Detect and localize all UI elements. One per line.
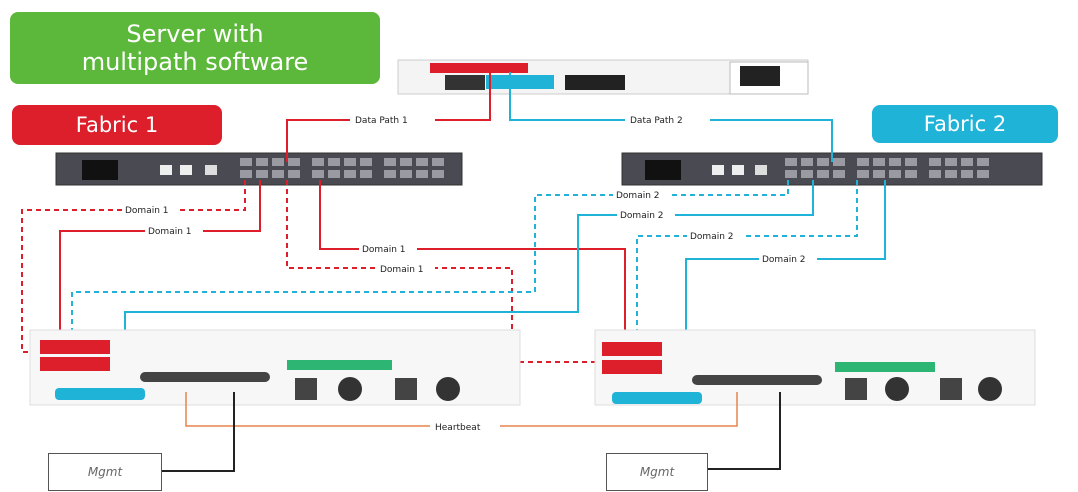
fabric-1-label: Fabric 1 bbox=[12, 105, 222, 145]
mgmt-link-2 bbox=[708, 392, 781, 470]
mgmt-box-1: Mgmt bbox=[48, 453, 162, 491]
switch-port bbox=[873, 158, 885, 166]
data-path-2-label: Data Path 2 bbox=[630, 116, 683, 126]
fabric-1-switch bbox=[55, 152, 463, 186]
array-2-controller-a bbox=[602, 342, 662, 356]
switch-port bbox=[929, 170, 941, 178]
switch-port bbox=[312, 158, 324, 166]
switch-port bbox=[905, 170, 917, 178]
switch-port bbox=[344, 158, 356, 166]
switch-port bbox=[344, 170, 356, 178]
switch-port bbox=[817, 170, 829, 178]
domain-link-label: Domain 1 bbox=[125, 206, 169, 216]
switch-port bbox=[785, 170, 797, 178]
switch-port bbox=[288, 158, 300, 166]
storage-array-2 bbox=[594, 329, 1036, 406]
switch-port bbox=[833, 158, 845, 166]
domain-link-label: Domain 1 bbox=[380, 265, 424, 275]
title-line-1: Server with bbox=[126, 20, 264, 48]
switch-port bbox=[977, 170, 989, 178]
host-port-panel bbox=[486, 75, 554, 89]
switch-port bbox=[945, 170, 957, 178]
domain-link-label: Domain 2 bbox=[762, 255, 806, 265]
switch-port bbox=[400, 170, 412, 178]
switch-port bbox=[384, 170, 396, 178]
domain-link-label: Domain 2 bbox=[616, 191, 660, 201]
title-line-2: multipath software bbox=[81, 48, 309, 76]
switch-port bbox=[817, 158, 829, 166]
array-1-controller-a bbox=[40, 340, 110, 354]
switch-port bbox=[384, 158, 396, 166]
domain-1-link-a bbox=[21, 180, 246, 353]
switch-port bbox=[272, 170, 284, 178]
switch-port bbox=[961, 158, 973, 166]
domain-link-label: Domain 2 bbox=[620, 211, 664, 221]
switch-port bbox=[833, 170, 845, 178]
array-1-controller-b bbox=[40, 357, 110, 371]
switch-port bbox=[256, 170, 268, 178]
switch-port bbox=[889, 158, 901, 166]
array-2-controller-b bbox=[602, 360, 662, 374]
switch-port bbox=[256, 158, 268, 166]
switch-port bbox=[328, 170, 340, 178]
switch-port bbox=[432, 170, 444, 178]
switch-port bbox=[961, 170, 973, 178]
domain-2-link-c bbox=[636, 180, 858, 345]
switch-port bbox=[977, 158, 989, 166]
host-power-inlet bbox=[740, 66, 780, 86]
domain-link-label: Domain 1 bbox=[148, 227, 192, 237]
switch-port bbox=[857, 170, 869, 178]
switch-port bbox=[889, 170, 901, 178]
switch-port bbox=[400, 158, 412, 166]
switch-port bbox=[857, 158, 869, 166]
switch-port bbox=[785, 158, 797, 166]
switch-port bbox=[873, 170, 885, 178]
switch-port bbox=[801, 170, 813, 178]
switch-port bbox=[360, 170, 372, 178]
switch-2-power-inlet bbox=[645, 160, 681, 180]
switch-port bbox=[905, 158, 917, 166]
mgmt-link-1 bbox=[162, 392, 235, 472]
switch-port bbox=[416, 158, 428, 166]
domain-1-link-c bbox=[319, 180, 626, 345]
host-fc-hba-card bbox=[430, 63, 528, 73]
switch-port bbox=[929, 158, 941, 166]
data-path-1-label: Data Path 1 bbox=[355, 116, 408, 126]
switch-port bbox=[312, 170, 324, 178]
switch-port bbox=[416, 170, 428, 178]
switch-port bbox=[272, 158, 284, 166]
array-2-card bbox=[835, 362, 935, 372]
switch-port bbox=[240, 170, 252, 178]
domain-link-label: Domain 2 bbox=[690, 232, 734, 242]
domain-2-link-a bbox=[71, 180, 789, 345]
domain-link-label: Domain 1 bbox=[362, 245, 406, 255]
heartbeat-label: Heartbeat bbox=[435, 423, 481, 433]
mgmt-box-2: Mgmt bbox=[606, 453, 708, 491]
switch-port bbox=[328, 158, 340, 166]
server-multipath-title: Server with multipath software bbox=[10, 12, 380, 84]
host-server bbox=[397, 59, 809, 95]
array-1-card bbox=[287, 360, 392, 370]
domain-1-link-d bbox=[286, 180, 600, 363]
switch-1-power-inlet bbox=[82, 160, 118, 180]
switch-port bbox=[288, 170, 300, 178]
switch-port bbox=[945, 158, 957, 166]
fabric-2-label: Fabric 2 bbox=[872, 105, 1058, 143]
switch-port bbox=[240, 158, 252, 166]
switch-port bbox=[801, 158, 813, 166]
switch-port bbox=[360, 158, 372, 166]
storage-array-1 bbox=[29, 329, 521, 406]
switch-port bbox=[432, 158, 444, 166]
